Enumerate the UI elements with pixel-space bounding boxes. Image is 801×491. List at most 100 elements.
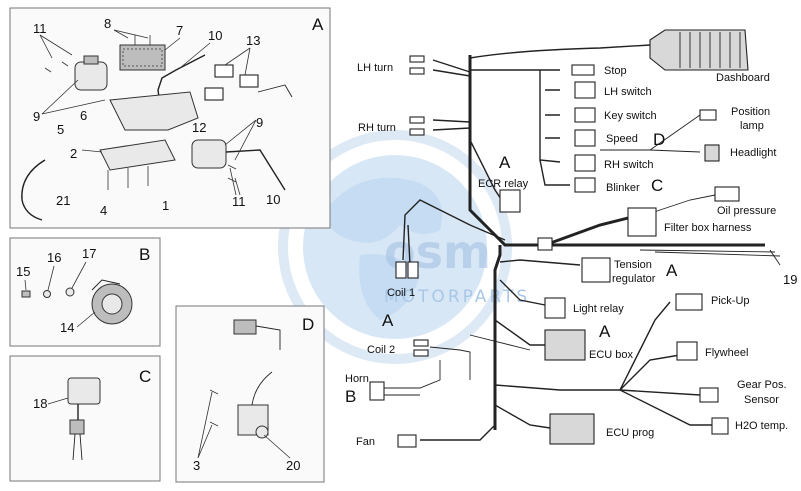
label-dashboard: Dashboard [716,72,770,84]
part-number-3: 3 [193,458,200,473]
panel-a-letter: A [312,15,324,34]
part-number-2: 2 [70,146,77,161]
coil1-connector [395,261,407,279]
ecr-relay-connector [499,189,521,213]
ignition-coil-2 [191,139,227,169]
stop-connector [571,64,595,76]
panel-d-letter: D [302,315,314,334]
cable-21 [21,159,46,221]
filter-box-connector [627,207,657,237]
h2o-temp-connector [711,417,729,435]
label-ecu-box-ref: A [599,322,611,341]
part-number-14: 14 [60,320,74,335]
label-coil2-ref: A [382,311,394,330]
label-position-lamp-2: lamp [740,120,764,132]
part-number-8: 8 [104,16,111,31]
control-unit [119,44,166,71]
label-gear-pos-2: Sensor [744,394,779,406]
key-switch-connector [574,107,596,123]
gear-pos-connector [699,387,719,403]
part-number-6: 6 [80,108,87,123]
panel-a: A 11 8 7 10 13 9 6 5 12 [9,7,331,229]
label-speed: Speed [606,133,638,145]
part-number-19: 19 [783,272,797,287]
rh-switch-connector [574,154,596,172]
harness-labels: LH turn RH turn Stop Dashboard LH switch… [345,62,797,448]
part-number-1: 1 [162,198,169,213]
speed-connector [574,129,596,147]
support-plate [99,139,176,171]
label-coil1: Coil 1 [387,287,415,299]
label-blinker-ref: C [651,176,663,195]
part-number-4: 4 [100,203,107,218]
part-number-15: 15 [16,264,30,279]
label-horn: Horn [345,373,369,385]
dashboard-connector [649,29,749,71]
label-light-relay: Light relay [573,303,624,315]
lh-switch-connector [574,81,596,99]
mounting-bracket [109,91,199,131]
label-rh-turn: RH turn [358,122,396,134]
blinker-relay [67,377,101,405]
label-ecu-box: ECU box [589,349,634,361]
flywheel-connector [676,341,698,361]
part-number-20: 20 [286,458,300,473]
label-stop: Stop [604,65,627,77]
part-number-10: 10 [208,28,222,43]
part-number-11: 11 [33,21,47,36]
label-filter-box-harness: Filter box harness [664,222,752,234]
rh-turn-connector [409,116,425,124]
pickup-connector [675,293,703,311]
horn-connector [369,381,385,401]
part-number-16: 16 [47,250,61,265]
part-number-13: 13 [246,33,260,48]
label-ecr-ref: A [499,153,511,172]
ecu-prog-connector [549,413,595,445]
oil-pressure-connector [714,186,740,202]
part-number-9: 9 [33,109,40,124]
blinker-connector [574,177,596,193]
label-tension-regulator-1: Tension [614,259,652,271]
part-number-17: 17 [82,246,96,261]
coil2-connector [413,339,429,347]
headlight-connector [704,144,720,162]
panel-c: C 18 [9,355,161,482]
part-number-21: 21 [56,193,70,208]
ignition-coil [74,61,108,91]
position-lamp-connector [699,109,717,121]
panel-b-letter: B [139,245,150,264]
connectors [369,29,749,448]
panel-c-frame [9,355,161,482]
label-horn-ref: B [345,387,356,406]
panel-b: B 15 16 17 14 [9,237,161,347]
label-coil2: Coil 2 [367,344,395,356]
part-number-7: 7 [176,23,183,38]
part-number-10b: 10 [266,192,280,207]
label-lh-switch: LH switch [604,86,652,98]
label-oil-pressure: Oil pressure [717,205,776,217]
label-flywheel: Flywheel [705,347,748,359]
ecu-box-connector [544,329,586,361]
label-ecr-relay: ECR relay [478,178,529,190]
label-gear-pos-1: Gear Pos. [737,379,787,391]
label-key-switch: Key switch [604,110,657,122]
label-position-lamp-1: Position [731,106,770,118]
label-blinker: Blinker [606,182,640,194]
fan-connector [397,434,417,448]
label-h2o-temp: H2O temp. [735,420,788,432]
light-relay-connector [544,297,566,319]
part-number-18: 18 [33,396,47,411]
label-pick-up: Pick-Up [711,295,750,307]
part-number-12: 12 [192,120,206,135]
panel-d: D 3 20 [175,305,325,483]
watermark-text: MOTORPARTS [384,287,530,307]
label-rh-switch: RH switch [604,159,654,171]
part-number-5: 5 [57,122,64,137]
label-lh-turn: LH turn [357,62,393,74]
panel-c-letter: C [139,367,151,386]
tension-regulator-connector [581,257,611,283]
label-speed-ref: D [653,130,665,149]
part-number-11b: 11 [232,194,246,209]
part-number-9b: 9 [256,115,263,130]
